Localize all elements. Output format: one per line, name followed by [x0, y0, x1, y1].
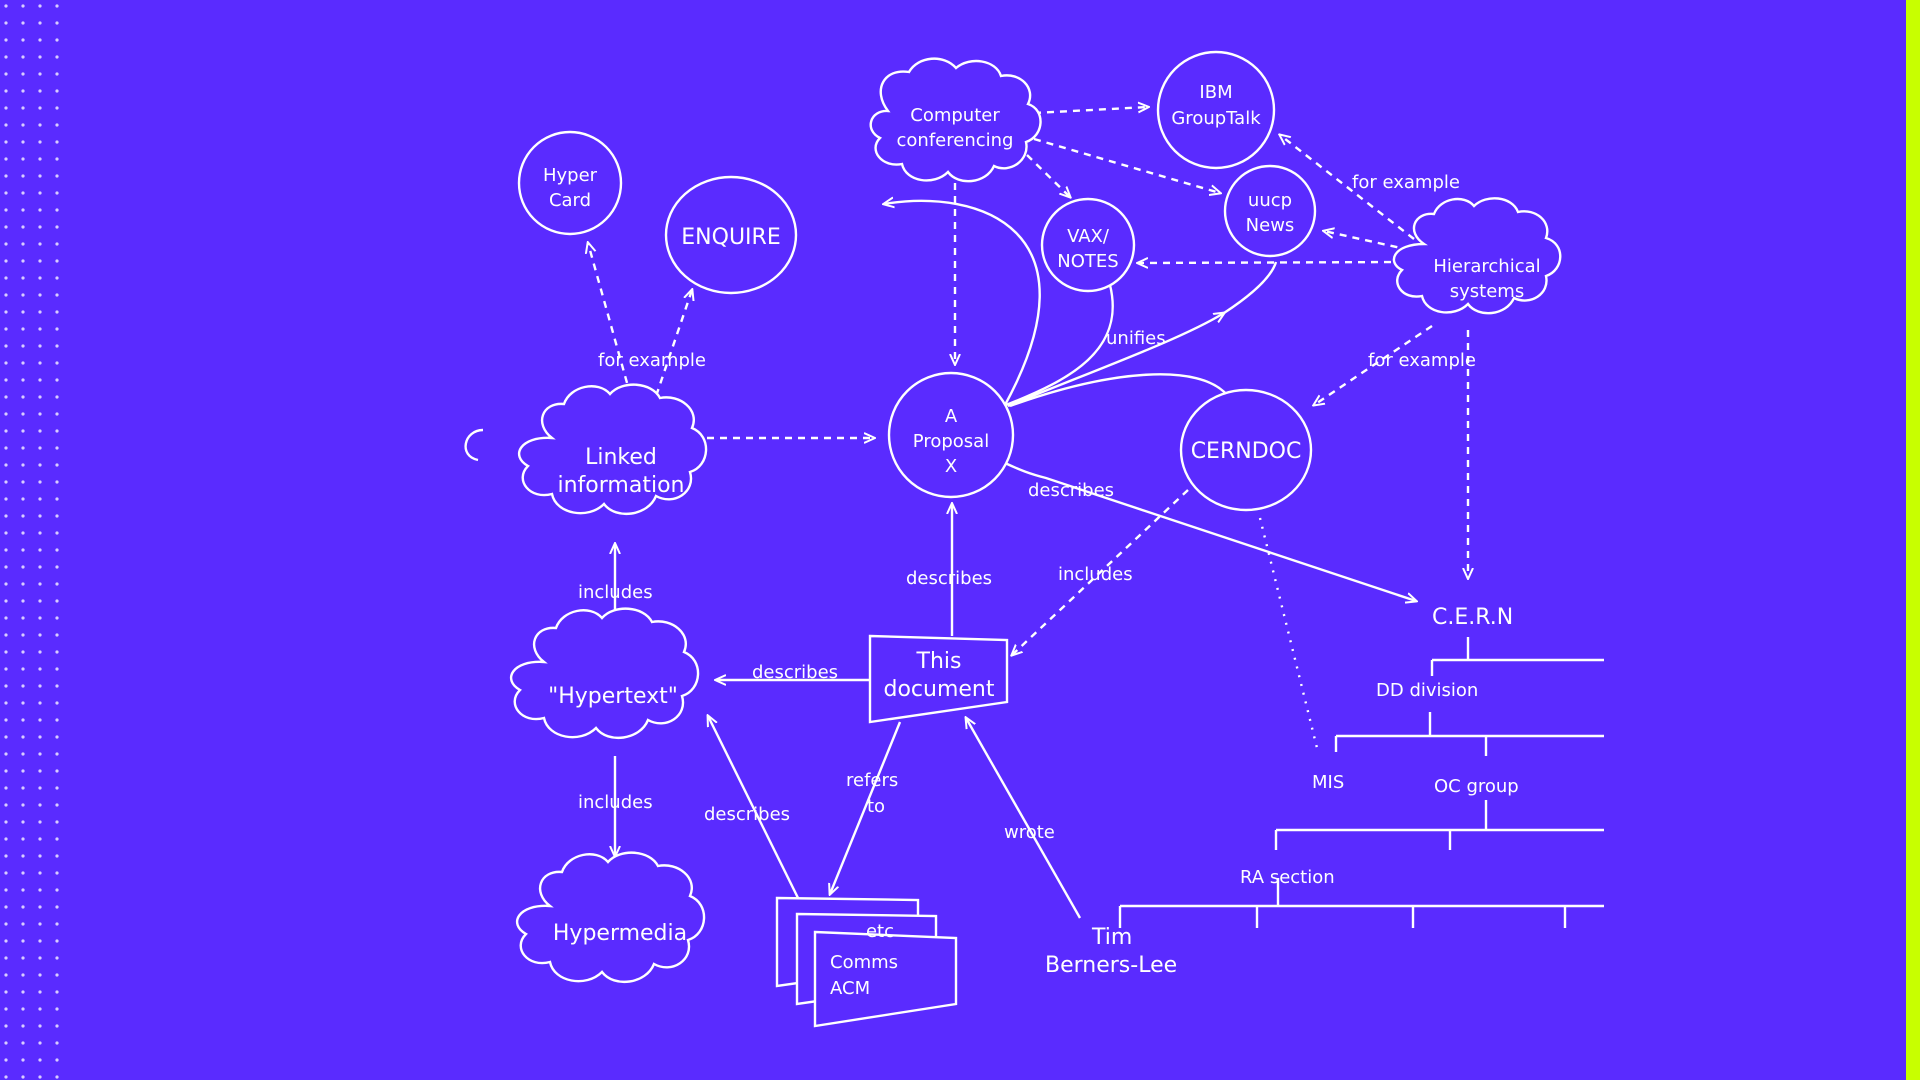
node-tim-berners-lee: Tim Berners-Lee: [1045, 925, 1177, 978]
edge-doc-refers-docs: [830, 721, 902, 894]
edge-hier-to-cerndoc: [1314, 325, 1433, 405]
linked-line2: information: [558, 473, 685, 498]
label-includes-cerndoc: includes: [1058, 564, 1133, 585]
org-chart: [1118, 637, 1604, 928]
label-includes-hypermedia: includes: [578, 792, 653, 813]
org-ra-section: RA section: [1240, 867, 1335, 888]
edge-hier-to-vax: [1138, 262, 1405, 263]
docs-front-line2: ACM: [830, 978, 870, 999]
docs-back-label: etc: [866, 921, 894, 942]
edge-hier-to-uucp: [1324, 231, 1411, 252]
label-for-example-left: for example: [598, 350, 706, 371]
stray-arc-mark: [464, 428, 484, 462]
label-unifies: unifies: [1106, 328, 1166, 349]
node-this-document: This document: [868, 634, 1009, 724]
edge-proposal-describes-cern: [1004, 461, 1416, 601]
doc-line1: This: [916, 649, 962, 674]
label-wrote: wrote: [1004, 822, 1055, 843]
node-ibm-grouptalk: IBM GroupTalk: [1156, 50, 1276, 170]
edge-conferencing-to-vax: [1026, 154, 1070, 197]
node-linked-information: Linked information: [517, 383, 708, 516]
edge-cerndoc-to-mis: [1258, 517, 1320, 753]
edge-conferencing-to-uucp: [1033, 137, 1220, 193]
label-describes-cern: describes: [1028, 480, 1114, 501]
node-docs-stack: etc Comms ACM: [775, 896, 958, 1028]
org-oc-group: OC group: [1434, 776, 1519, 797]
edge-docs-describe-hypertext: [708, 716, 802, 903]
edge-proposal-to-enquire: [884, 201, 1041, 406]
uucp-line1: uucp: [1248, 190, 1292, 211]
edge-cerndoc-to-doc: [1012, 489, 1189, 655]
edge-tim-wrote-doc: [966, 718, 1082, 919]
edge-unify-arrow: [1007, 313, 1224, 408]
conferencing-line1: Computer: [910, 105, 1000, 126]
edges: [588, 107, 1468, 919]
org-mis: MIS: [1312, 772, 1344, 793]
label-describes-hypertext: describes: [752, 662, 838, 683]
edge-hier-to-ibm: [1280, 135, 1415, 240]
node-enquire: ENQUIRE: [664, 175, 798, 295]
hypercard-line2: Card: [549, 190, 591, 211]
node-a-proposal-x: A Proposal X: [887, 371, 1015, 499]
dot-pattern-strip: [0, 0, 62, 1080]
org-cern: C.E.R.N: [1432, 605, 1513, 630]
label-to: to: [867, 796, 885, 817]
label-includes-linked: includes: [578, 582, 653, 603]
edge-conferencing-to-ibm: [1033, 107, 1148, 115]
uucp-line2: News: [1246, 215, 1295, 236]
node-hypercard: Hyper Card: [517, 130, 623, 236]
linked-line1: Linked: [585, 445, 657, 470]
proposal-line1: A: [945, 406, 958, 427]
conferencing-line2: conferencing: [897, 130, 1014, 151]
node-computer-conferencing: Computer conferencing: [869, 57, 1042, 183]
label-refers: refers: [846, 770, 898, 791]
node-hypertext: "Hypertext": [509, 607, 700, 740]
hierarchical-line2: systems: [1450, 281, 1524, 302]
doc-line2: document: [884, 677, 995, 702]
edge-unify-uucp: [1223, 261, 1278, 315]
label-for-example-top-right: for example: [1352, 172, 1460, 193]
cerndoc-label: CERNDOC: [1191, 439, 1302, 464]
node-hierarchical-systems: Hierarchical systems: [1392, 197, 1562, 315]
edge-labels: for example for example for example unif…: [578, 172, 1476, 843]
accent-edge: [1906, 0, 1920, 1080]
edge-linked-to-enquire: [650, 290, 692, 409]
edge-linked-to-hypercard: [588, 243, 636, 409]
proposal-line2: Proposal: [913, 431, 989, 452]
label-describes-proposal: describes: [906, 568, 992, 589]
node-cerndoc: CERNDOC: [1179, 388, 1313, 512]
ibm-line2: GroupTalk: [1171, 108, 1261, 129]
ibm-line1: IBM: [1199, 82, 1232, 103]
vax-line1: VAX/: [1067, 226, 1110, 247]
enquire-label: ENQUIRE: [681, 225, 780, 250]
org-dd-division: DD division: [1376, 680, 1478, 701]
vax-line2: NOTES: [1057, 251, 1118, 272]
edge-unify-vax: [1005, 284, 1114, 407]
hypermedia-label: Hypermedia: [553, 921, 687, 946]
hypertext-label: "Hypertext": [548, 684, 678, 709]
tim-line1: Tim: [1091, 925, 1132, 950]
node-uucp-news: uucp News: [1223, 164, 1317, 258]
docs-front-line1: Comms: [830, 952, 898, 973]
proposal-line3: X: [945, 456, 957, 477]
label-for-example-right: for example: [1368, 350, 1476, 371]
node-vax-notes: VAX/ NOTES: [1040, 197, 1136, 293]
label-describes-docs: describes: [704, 804, 790, 825]
hypercard-line1: Hyper: [543, 165, 598, 186]
tim-line2: Berners-Lee: [1045, 953, 1177, 978]
hierarchical-line1: Hierarchical: [1433, 256, 1540, 277]
node-hypermedia: Hypermedia: [515, 851, 706, 984]
edge-unify-cerndoc: [1009, 373, 1229, 408]
